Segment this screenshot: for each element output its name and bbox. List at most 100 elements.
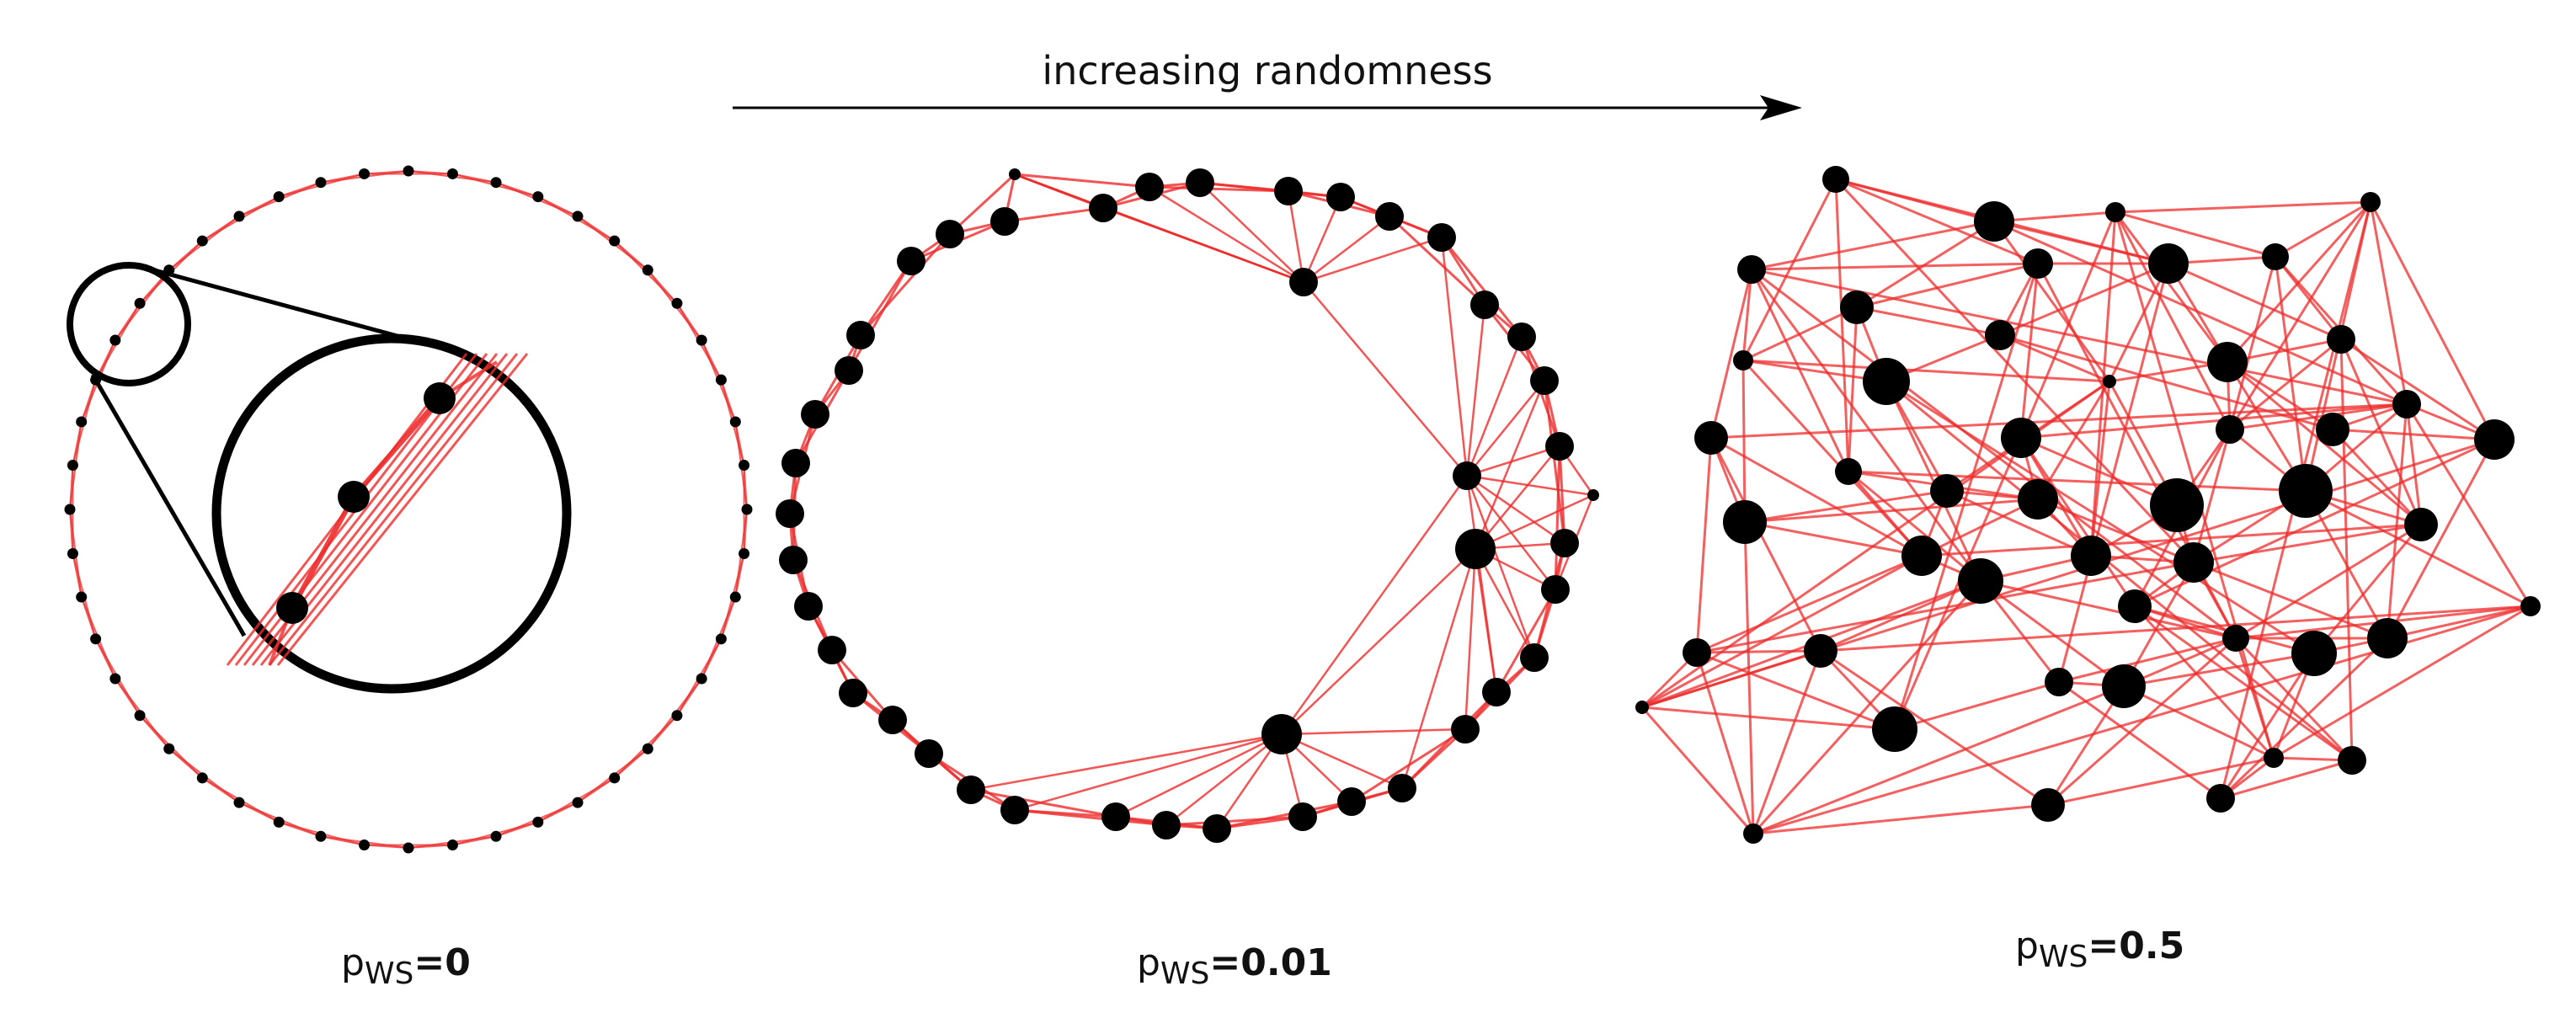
- panel-2-nodes: [776, 168, 1599, 843]
- network-edge: [1466, 474, 1565, 545]
- network-node: [2291, 631, 2337, 676]
- network-node: [818, 636, 846, 664]
- network-node: [1289, 268, 1318, 296]
- network-edge: [1440, 237, 1469, 477]
- network-edge: [2219, 653, 2316, 799]
- network-node: [1541, 575, 1570, 604]
- network-node: [696, 673, 707, 685]
- network-node: [1089, 194, 1117, 222]
- network-node: [1451, 715, 1480, 744]
- network-node: [915, 739, 943, 768]
- network-edge: [1465, 336, 1523, 477]
- network-node: [446, 839, 458, 851]
- network-edge: [1751, 262, 2039, 271]
- network-node: [2206, 784, 2235, 813]
- network-edge: [1848, 470, 1981, 583]
- network-edge: [1820, 605, 2531, 653]
- network-edge: [1847, 306, 1859, 472]
- network-edge: [1709, 269, 1753, 439]
- network-edge: [1744, 520, 1923, 557]
- network-edge: [1742, 359, 2110, 383]
- network-node: [715, 633, 727, 645]
- inset-node: [424, 382, 456, 414]
- network-edge: [1695, 437, 1713, 653]
- network-node: [1009, 168, 1021, 180]
- network-node: [1482, 678, 1511, 706]
- network-node: [729, 591, 741, 603]
- network-edge: [2386, 439, 2496, 639]
- network-node: [315, 177, 327, 189]
- network-node: [196, 772, 208, 784]
- network-edge: [1302, 196, 1342, 283]
- network-edge: [2219, 637, 2389, 800]
- inset-node: [338, 481, 370, 513]
- network-edge: [847, 260, 913, 371]
- network-edge: [1750, 269, 1850, 472]
- panel-3-nodes: [1635, 166, 2541, 844]
- network-edge: [1893, 263, 2040, 730]
- network-edge: [1475, 445, 1560, 550]
- network-edge: [1848, 470, 2307, 493]
- network-edge: [1752, 650, 1822, 834]
- network-node: [90, 633, 102, 645]
- network-node: [109, 673, 121, 685]
- network-edge: [1474, 548, 1498, 693]
- network-edge: [948, 173, 1016, 236]
- network-edge: [2340, 338, 2495, 441]
- network-edge: [1466, 380, 1545, 477]
- network-node: [1507, 322, 1536, 351]
- network-edge: [1742, 359, 1887, 383]
- network-node: [233, 211, 245, 222]
- network-edge: [1744, 498, 2039, 524]
- network-edge: [1475, 493, 1594, 551]
- network-edge: [1543, 380, 1566, 544]
- network-edge: [2369, 201, 2496, 440]
- network-edge: [2047, 637, 2237, 807]
- network-edge: [1641, 706, 1896, 731]
- network-edge: [1165, 815, 1304, 827]
- network-edge: [1554, 445, 1561, 590]
- network-node: [741, 504, 753, 515]
- network-node: [936, 220, 964, 248]
- network-edge: [1695, 652, 1755, 834]
- network-edge: [2019, 437, 2136, 607]
- network-node: [696, 334, 707, 346]
- network-node: [739, 547, 750, 559]
- network-edge: [2058, 637, 2237, 684]
- network-edge: [2114, 211, 2229, 363]
- network-edge: [1992, 221, 2111, 382]
- network-edge: [2229, 338, 2342, 431]
- network-node: [446, 168, 458, 179]
- network-edge: [2274, 256, 2307, 492]
- network-edge: [1999, 333, 2110, 383]
- network-node: [76, 416, 88, 428]
- network-edge: [1752, 579, 1982, 835]
- network-edge: [2046, 685, 2125, 806]
- network-edge: [1400, 728, 1467, 790]
- network-node: [2173, 542, 2214, 583]
- network-edge: [2019, 263, 2040, 439]
- network-node: [2327, 325, 2355, 354]
- network-edge: [1281, 548, 1476, 735]
- network-node: [532, 816, 544, 828]
- network-node: [739, 460, 750, 472]
- network-node: [2071, 536, 2111, 576]
- network-node: [1550, 529, 1579, 557]
- network-edge: [1999, 262, 2169, 337]
- panel-3-edges: [1640, 178, 2532, 835]
- network-edge: [1856, 262, 2039, 309]
- network-node: [1000, 796, 1029, 824]
- network-node: [729, 416, 741, 428]
- network-node: [1375, 202, 1404, 231]
- network-edge: [1741, 360, 1747, 523]
- network-edge: [1741, 269, 1753, 361]
- network-node: [642, 743, 653, 754]
- network-edge: [1640, 706, 1755, 834]
- network-edge: [2134, 605, 2353, 762]
- network-node: [776, 499, 804, 528]
- network-edge: [2228, 256, 2277, 430]
- network-edge: [2019, 211, 2117, 439]
- network-node: [1101, 802, 1130, 831]
- network-node: [233, 797, 245, 808]
- network-edge: [2115, 211, 2276, 258]
